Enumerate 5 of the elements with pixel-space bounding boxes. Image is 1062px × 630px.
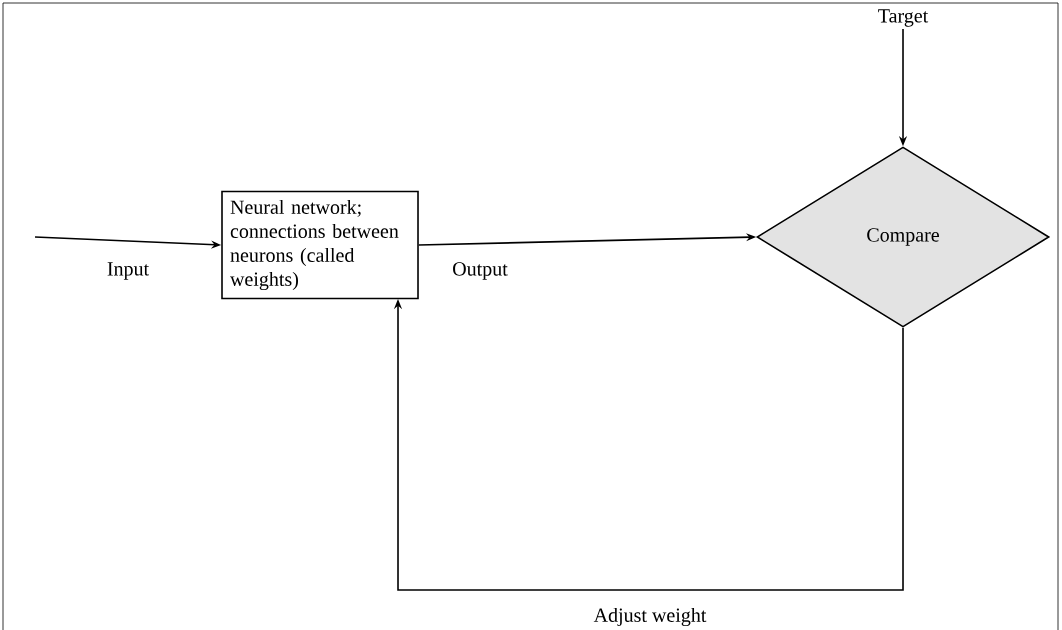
edge-label: Output	[453, 262, 508, 280]
source-label: Target	[878, 9, 929, 27]
edge-label: Input	[107, 262, 149, 280]
edge-label: Adjust weight	[593, 607, 707, 627]
process-box: Neural network; connections between neurons (called weights)	[221, 190, 419, 300]
